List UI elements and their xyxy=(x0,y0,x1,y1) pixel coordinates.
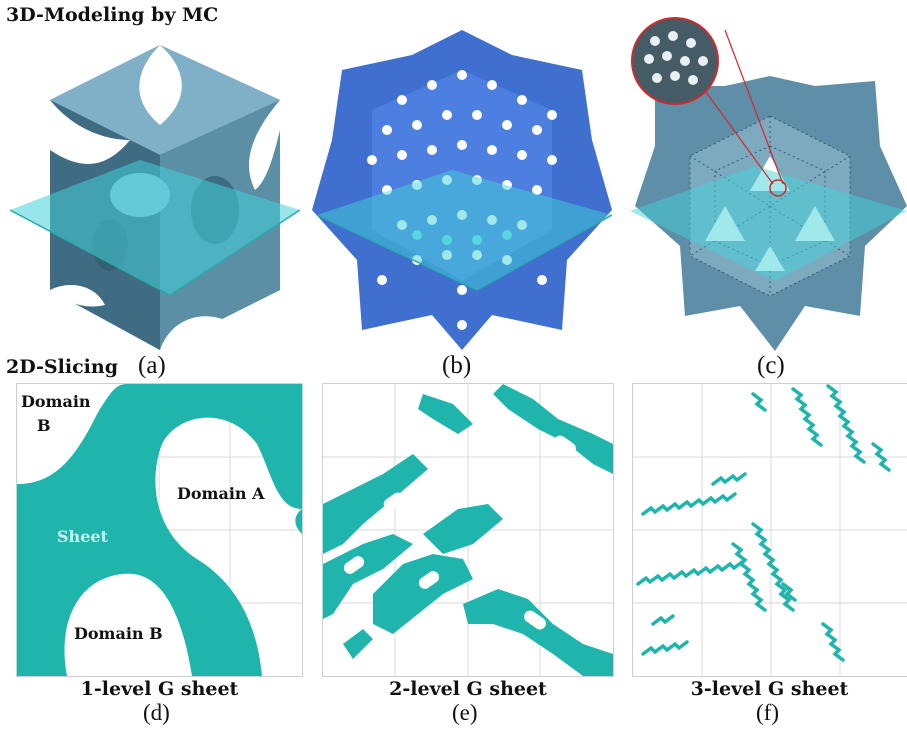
panel-b-model xyxy=(312,30,613,350)
panel-e-slice xyxy=(322,383,614,677)
domain-a-label: Domain A xyxy=(177,484,265,503)
panel-f-title: 3-level G sheet xyxy=(690,678,849,700)
subfig-label-c: (c) xyxy=(757,352,785,379)
modeling-header: 3D-Modeling by MC xyxy=(6,4,219,26)
panel-d-title: 1-level G sheet xyxy=(80,678,239,700)
slicing-header: 2D-Slicing xyxy=(6,356,118,378)
subfig-label-e: (e) xyxy=(452,700,478,725)
panel-a-model xyxy=(9,30,301,350)
panel-e-title: 2-level G sheet xyxy=(389,678,547,700)
sheet-label: Sheet xyxy=(57,527,108,546)
subfig-label-f: (f) xyxy=(756,700,779,725)
domain-b-top-letter: B xyxy=(37,416,51,435)
panel-c-model xyxy=(625,6,907,351)
panel-d-slice: Domain B Domain A Sheet Domain B xyxy=(16,383,303,677)
domain-b-top-label: Domain xyxy=(21,392,91,411)
subfig-label-a: (a) xyxy=(138,352,166,379)
domain-b-bottom-label: Domain B xyxy=(74,624,163,643)
subfig-label-d: (d) xyxy=(143,700,170,725)
subfig-label-b: (b) xyxy=(442,352,472,379)
panel-f-slice xyxy=(632,383,907,677)
